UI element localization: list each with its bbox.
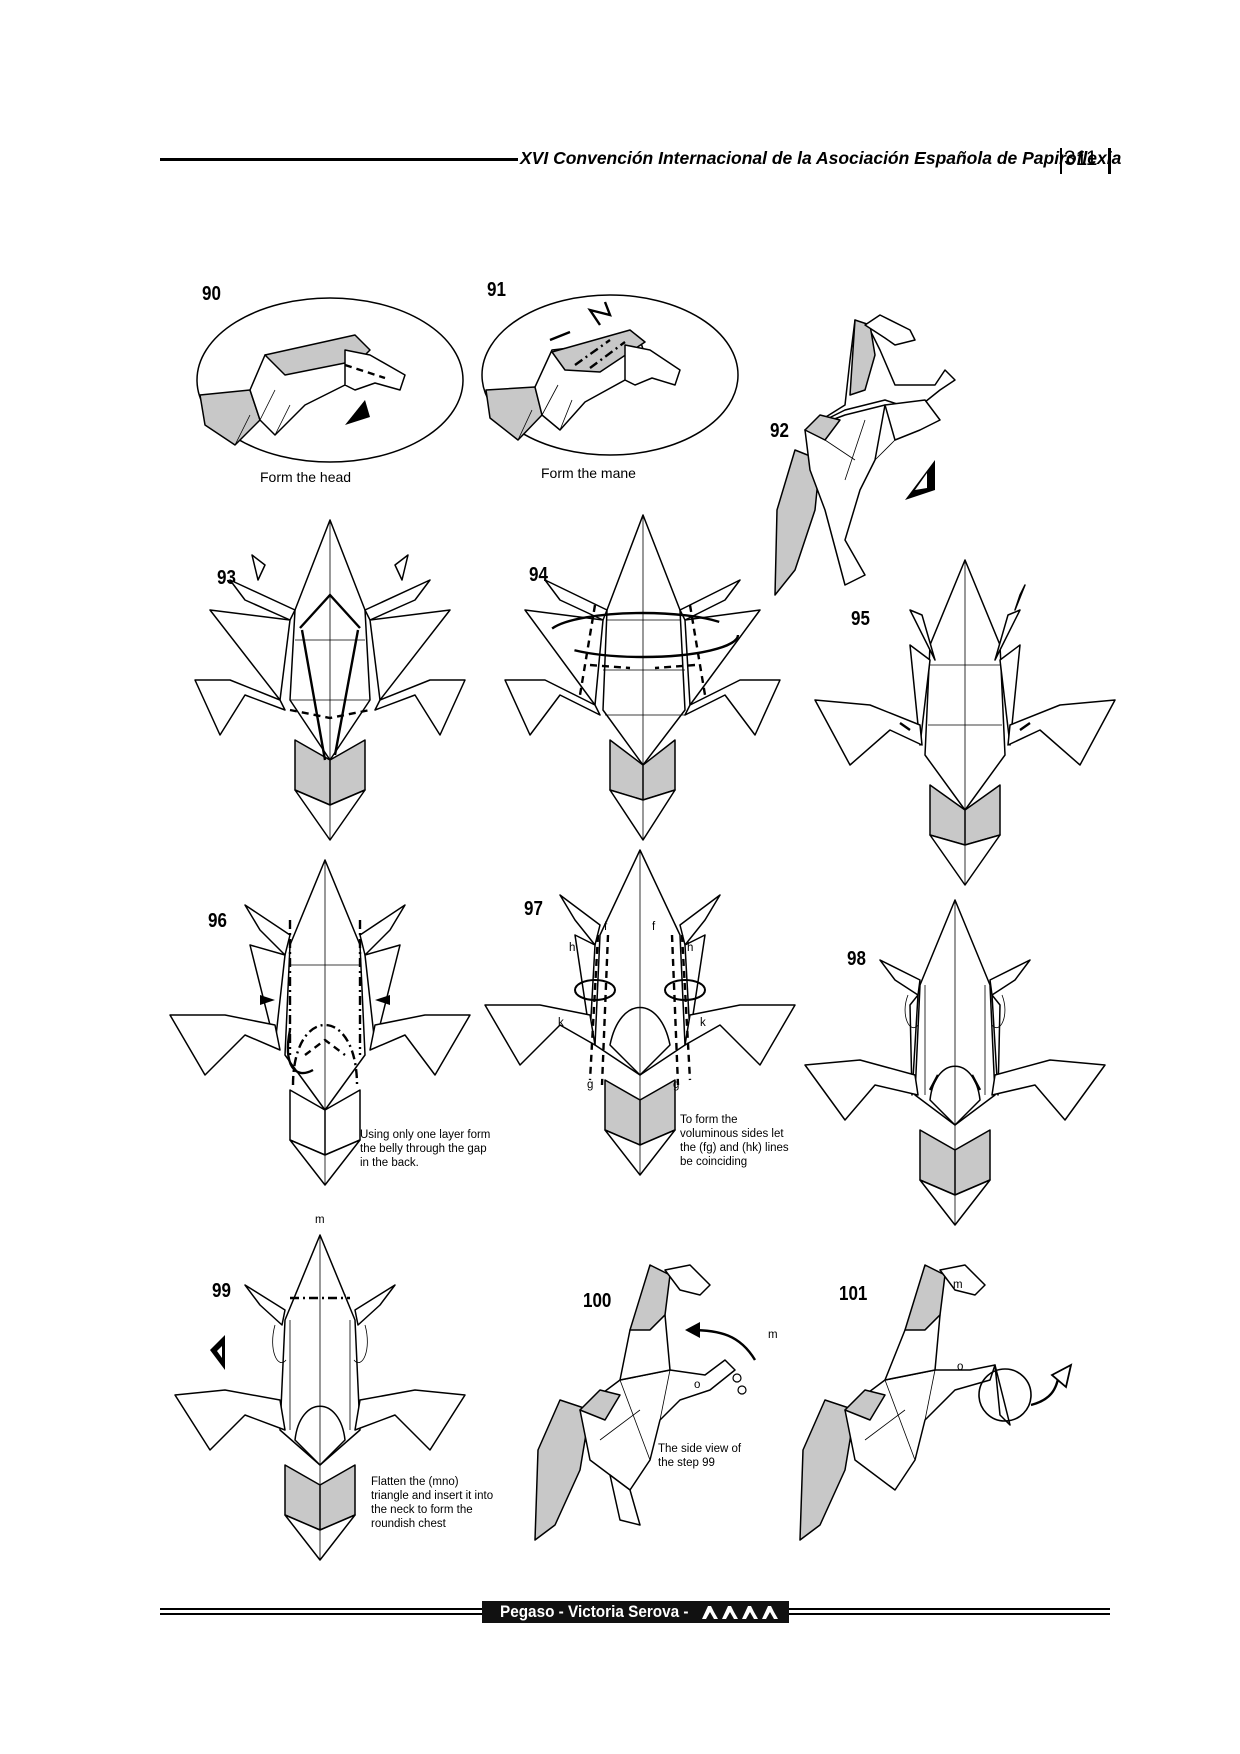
label-100-m: m xyxy=(768,1329,778,1341)
rotate-view-icon xyxy=(210,1335,225,1370)
caption-step-91: Form the mane xyxy=(541,465,636,481)
step-number-96: 96 xyxy=(208,910,227,932)
diagram-step-95 xyxy=(814,559,1116,886)
header-bar-right xyxy=(1108,148,1111,174)
header-bar-left xyxy=(1060,148,1062,174)
rotate-view-icon xyxy=(905,460,935,500)
label-97-g-right: g xyxy=(673,1079,680,1091)
diagram-step-97 xyxy=(484,849,796,1176)
label-97-g-left: g xyxy=(587,1079,594,1091)
step-number-97: 97 xyxy=(524,898,543,920)
header-title: XVI Convención Internacional de la Asoci… xyxy=(520,148,1122,168)
footer-rule-left-bottom xyxy=(160,1613,482,1615)
label-97-k-right: k xyxy=(700,1017,706,1029)
label-97-f-right: f xyxy=(652,921,656,933)
label-101-m: m xyxy=(953,1279,963,1291)
footer-rule-right-top xyxy=(789,1608,1110,1610)
detail-circle xyxy=(978,1368,1032,1422)
caption-step-100: The side view of the step 99 xyxy=(658,1443,742,1469)
step-number-101: 101 xyxy=(839,1283,868,1305)
label-97-h-left: h xyxy=(569,942,576,954)
page-number: 311 xyxy=(1064,147,1098,170)
diagram-step-94 xyxy=(504,514,781,841)
step-number-93: 93 xyxy=(217,567,236,589)
caption-step-99: Flatten the (mno) triangle and insert it… xyxy=(371,1476,494,1530)
diagram-step-100 xyxy=(534,1264,757,1541)
diagram-step-91 xyxy=(481,294,739,456)
diagram-step-93 xyxy=(194,519,466,841)
label-97-k-left: k xyxy=(558,1017,564,1029)
footer-model-name: Pegaso - Victoria Serova - xyxy=(500,1602,689,1621)
label-97-h-right: h xyxy=(687,942,694,954)
diagram-step-92 xyxy=(774,314,956,596)
detail-ellipse xyxy=(196,297,464,463)
diagram-step-101 xyxy=(799,1264,1073,1541)
label-101-o: o xyxy=(957,1361,964,1373)
footer-rule-right-bottom xyxy=(789,1613,1110,1615)
diagram-step-90 xyxy=(196,297,464,463)
label-99-m: m xyxy=(315,1214,325,1226)
caption-step-97: To form the voluminous sides let the (fg… xyxy=(680,1114,789,1168)
caption-step-96: Using only one layer form the belly thro… xyxy=(360,1129,491,1169)
diagram-step-98 xyxy=(804,899,1106,1226)
label-97-f-left: f xyxy=(604,921,608,933)
enlarge-arrow-icon xyxy=(1050,1363,1073,1389)
step-number-94: 94 xyxy=(529,564,548,586)
step-number-100: 100 xyxy=(583,1290,612,1312)
footer-rule-left-top xyxy=(160,1608,482,1610)
step-number-95: 95 xyxy=(851,608,870,630)
step-number-92: 92 xyxy=(770,420,789,442)
detail-ellipse xyxy=(481,294,739,456)
footer-credit: Pegaso - Victoria Serova - xyxy=(482,1601,789,1623)
step-number-99: 99 xyxy=(212,1280,231,1302)
step-number-98: 98 xyxy=(847,948,866,970)
step-number-90: 90 xyxy=(202,283,221,305)
diagram-step-99 xyxy=(174,1234,466,1561)
caption-step-90: Form the head xyxy=(260,469,352,485)
view-arrow-icon xyxy=(345,400,370,425)
header-rule xyxy=(160,158,518,161)
difficulty-figures-icon xyxy=(702,1606,778,1619)
label-100-o: o xyxy=(694,1379,701,1391)
step-number-91: 91 xyxy=(487,279,506,301)
diagram-step-96 xyxy=(169,859,471,1186)
